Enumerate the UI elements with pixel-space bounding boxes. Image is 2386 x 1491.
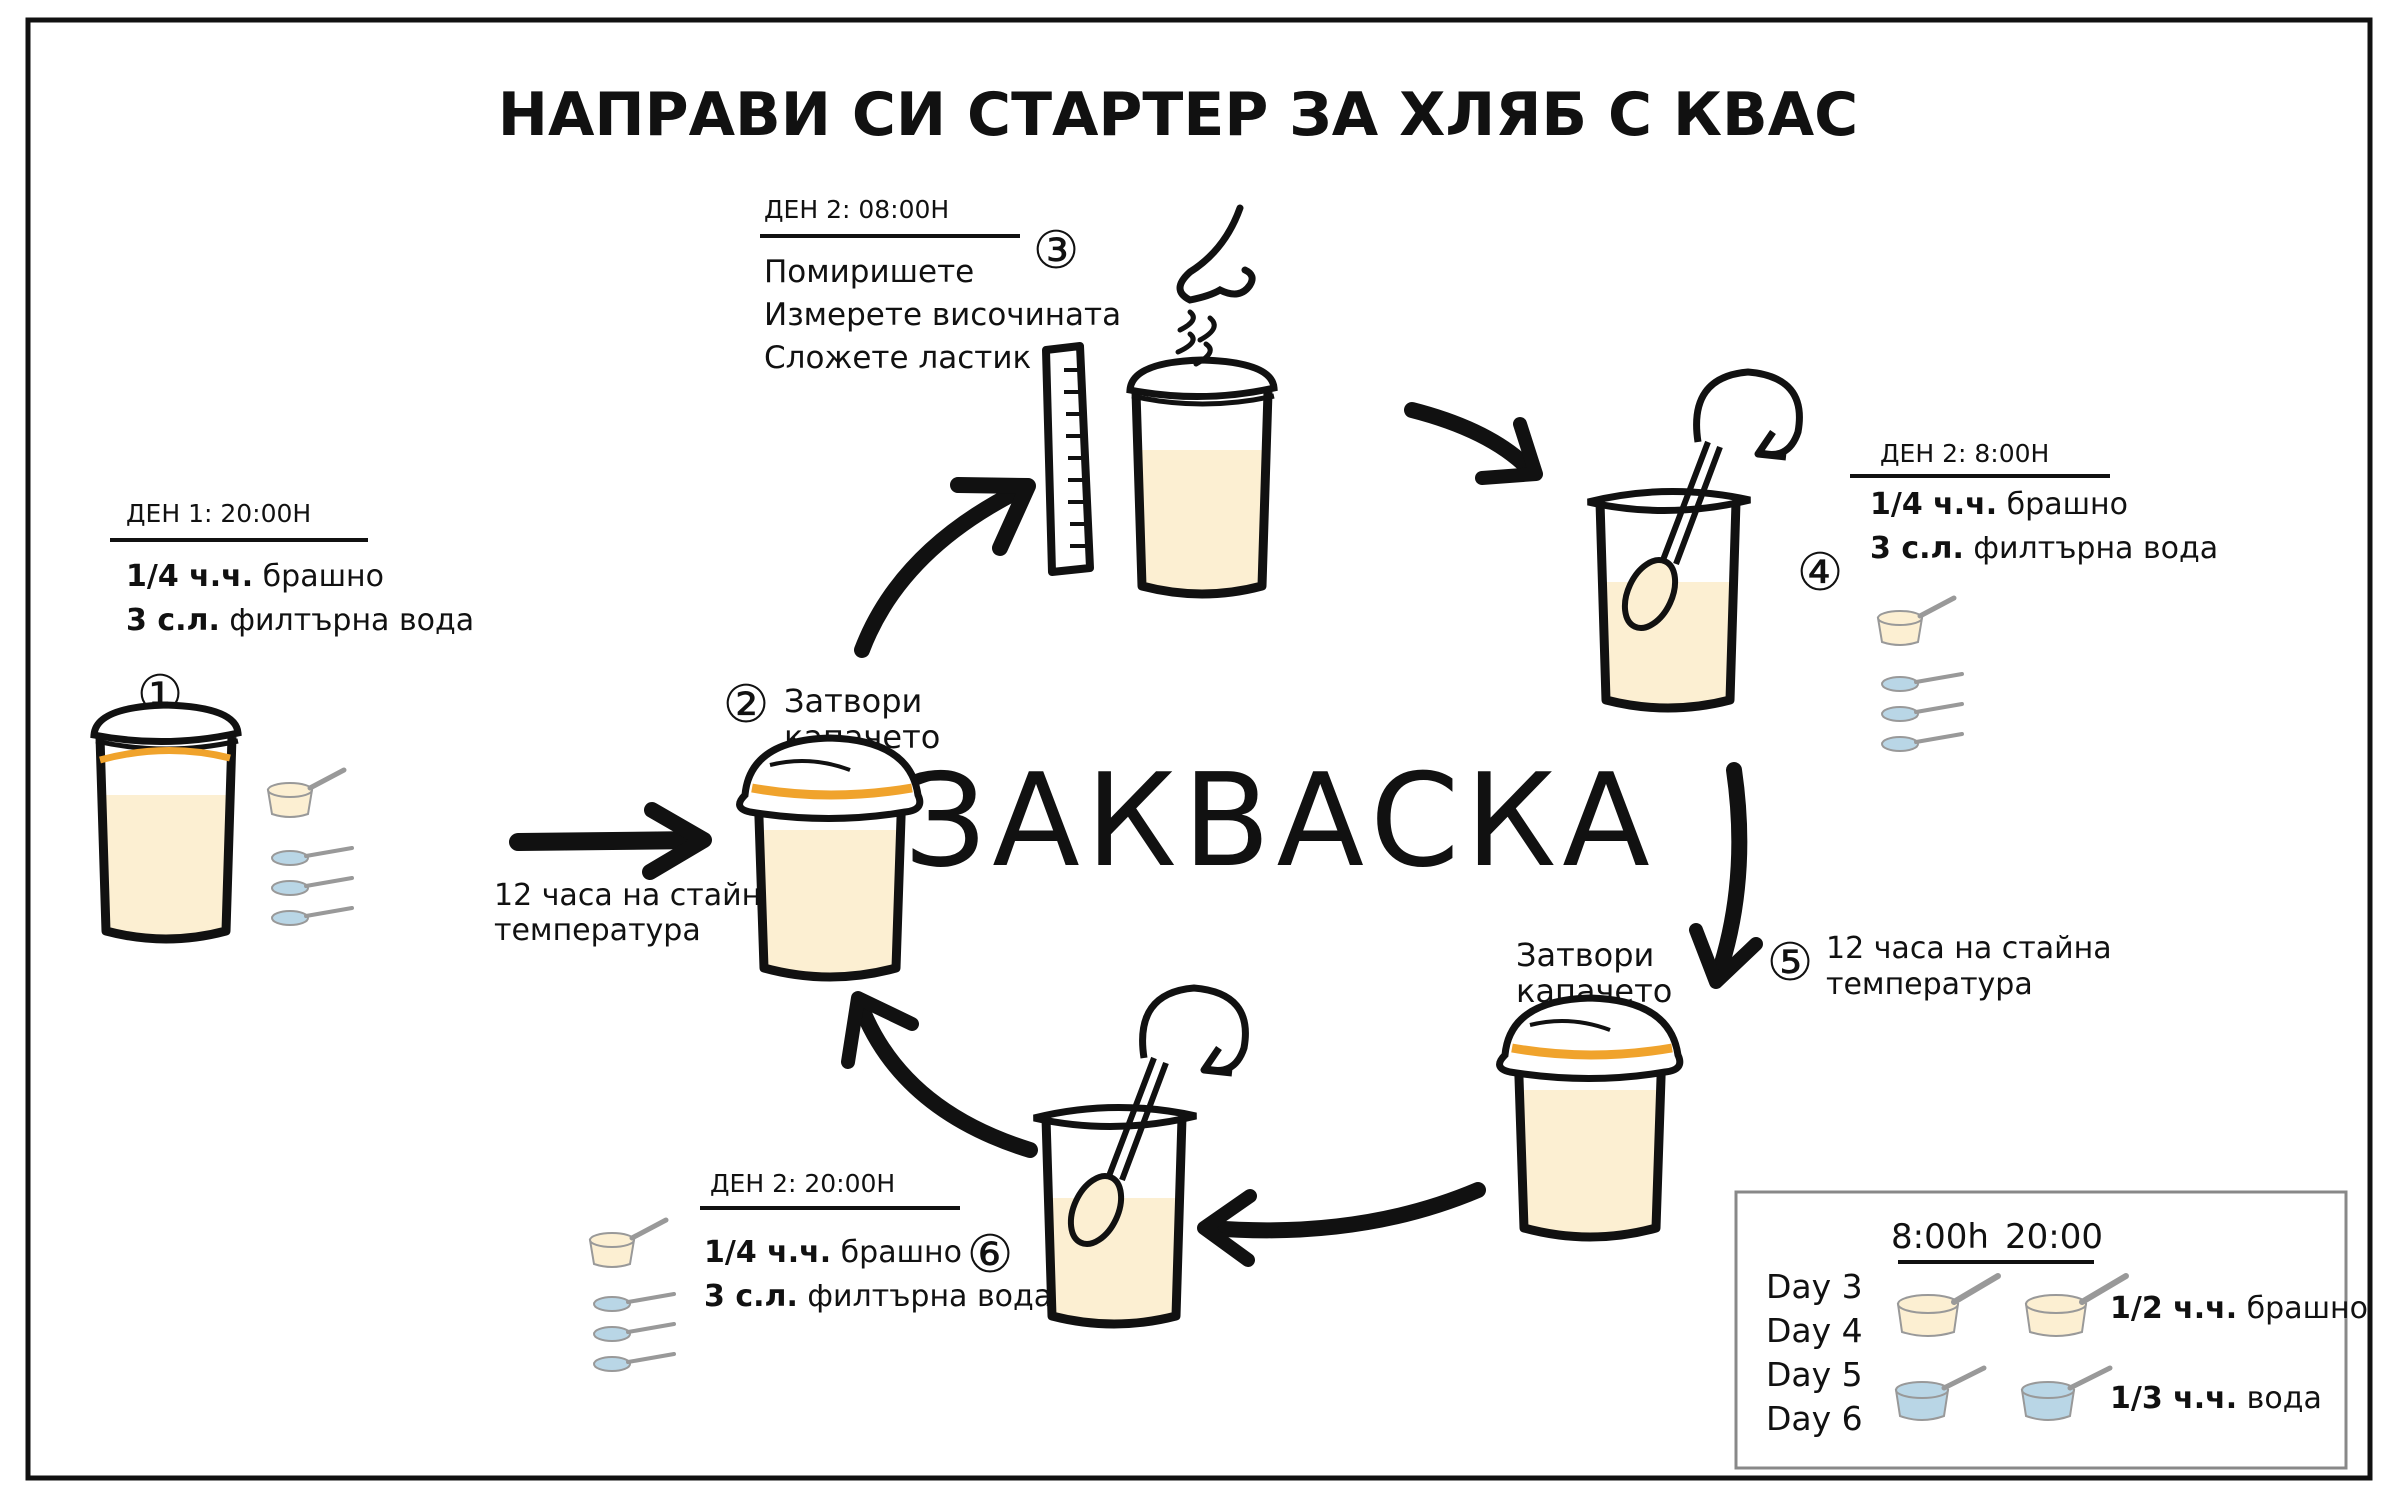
- step-4-jar: [1588, 372, 1799, 708]
- step-4-spoon: [1880, 672, 1964, 693]
- legend-time-2: 20:00: [2005, 1217, 2103, 1257]
- step-2-wait-line2: температура: [494, 913, 701, 948]
- step-1-spoon: [270, 846, 354, 867]
- step-1-jar: [94, 705, 238, 939]
- step-4-number: ④: [1797, 543, 1844, 603]
- step-3-time: ДЕН 2: 08:00Н: [764, 195, 949, 224]
- step-5-wait-line1: 12 часа на стайна: [1826, 931, 2112, 966]
- arrow-5-to-6: [1197, 1182, 1486, 1267]
- legend-day-4: Day 4: [1766, 1311, 1863, 1350]
- legend-box: 8:00h 20:00 Day 3 Day 4 Day 5 Day 6 1/2 …: [1734, 1190, 2368, 1470]
- step-5-action-line1: Затвори: [1516, 936, 1654, 974]
- step-1: ДЕН 1: 20:00Н 1/4 ч.ч. брашно 3 с.л. фил…: [94, 499, 474, 939]
- step-1-time: ДЕН 1: 20:00Н: [126, 499, 311, 528]
- step-1-spoon: [270, 906, 354, 927]
- step-1-orange-rim: [99, 747, 231, 764]
- step-3-jar: [1130, 360, 1274, 594]
- step-2-action-line1: Затвори: [784, 682, 922, 720]
- center-label: ЗАКВАСКА: [904, 747, 1656, 896]
- step-6-time: ДЕН 2: 20:00Н: [710, 1169, 895, 1198]
- step-1-water: 3 с.л. филтърна вода: [126, 603, 474, 638]
- step-4-spoon: [1880, 732, 1964, 753]
- step-6-spoon: [592, 1292, 676, 1313]
- step-4-flour: 1/4 ч.ч. брашно: [1870, 487, 2128, 522]
- legend-flour-amount: 1/2 ч.ч. брашно: [2110, 1291, 2368, 1326]
- step-5-jar: [1500, 998, 1680, 1238]
- arrow-3-to-4: [1404, 402, 1543, 485]
- step-1-flour-cup: [268, 770, 344, 817]
- legend-water-amount: 1/3 ч.ч. вода: [2110, 1381, 2322, 1416]
- step-6-water: 3 с.л. филтърна вода: [704, 1279, 1052, 1314]
- legend-time-1: 8:00h: [1891, 1217, 1989, 1257]
- step-4: ДЕН 2: 8:00Н 1/4 ч.ч. брашно 3 с.л. филт…: [1588, 372, 2218, 753]
- step-4-time: ДЕН 2: 8:00Н: [1880, 439, 2049, 468]
- smell-waves-icon: [1175, 309, 1217, 367]
- step-2: ② Затвори капачето: [723, 675, 940, 978]
- step-6-number: ⑥: [967, 1225, 1014, 1285]
- step-6-flour: 1/4 ч.ч. брашно: [704, 1235, 962, 1270]
- arrow-6-to-2: [841, 991, 1038, 1158]
- arrow-1-to-2: [509, 802, 712, 880]
- step-4-spoon: [1880, 702, 1964, 723]
- step-5-wait-line2: температура: [1826, 967, 2033, 1002]
- arrow-4-to-5: [1689, 762, 1763, 989]
- legend-day-5: Day 5: [1766, 1355, 1863, 1394]
- arrow-2-to-3: [854, 477, 1036, 658]
- step-6-jar: [1034, 988, 1245, 1324]
- step-3-task-3: Сложете ластик: [764, 340, 1031, 376]
- step-6-spoon: [592, 1352, 676, 1373]
- outer-frame: [25, 17, 2373, 1481]
- step-4-flour-cup: [1878, 598, 1954, 645]
- step-3: ДЕН 2: 08:00Н ③ Помиришете Измерете висо…: [760, 195, 1274, 594]
- step-3-task-2: Измерете височината: [764, 297, 1121, 333]
- step-5-number: ⑤: [1767, 933, 1814, 993]
- legend-day-6: Day 6: [1766, 1399, 1863, 1438]
- step-2-wait-line1: 12 часа на стайна: [494, 878, 780, 913]
- step-6-flour-cup: [590, 1220, 666, 1267]
- step-2-jar: [740, 738, 920, 978]
- step-2-number: ②: [723, 675, 770, 735]
- legend-day-3: Day 3: [1766, 1267, 1863, 1306]
- step-5: Затвори капачето ⑤ 12 часа на стайна тем…: [1500, 931, 2112, 1238]
- step-3-number: ③: [1033, 221, 1080, 281]
- step-6: ДЕН 2: 20:00Н 1/4 ч.ч. брашно 3 с.л. фил…: [590, 988, 1245, 1373]
- step-1-flour: 1/4 ч.ч. брашно: [126, 559, 384, 594]
- step-6-spoon: [592, 1322, 676, 1343]
- step-1-spoon: [270, 876, 354, 897]
- step-4-water: 3 с.л. филтърна вода: [1870, 531, 2218, 566]
- ruler-icon: [1042, 342, 1094, 576]
- page-title: НАПРАВИ СИ СТАРТЕР ЗА ХЛЯБ С КВАС: [498, 80, 1858, 150]
- step-3-task-1: Помиришете: [764, 254, 974, 290]
- nose-icon: [1176, 204, 1256, 304]
